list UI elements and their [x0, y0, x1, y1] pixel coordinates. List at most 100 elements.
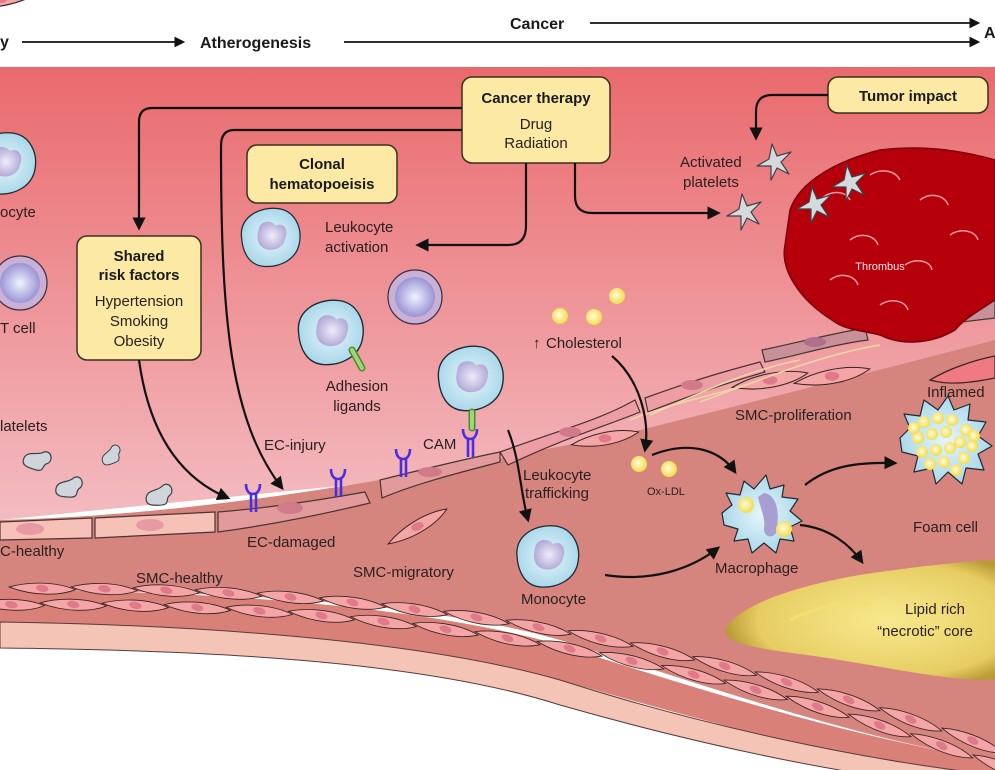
- arrow-leukocyte-trafficking: [506, 429, 532, 523]
- lipid-core-label-1: Lipid rich: [905, 601, 965, 618]
- thrombus-label: Thrombus: [855, 261, 905, 273]
- lipid-droplet: [958, 452, 970, 464]
- lipid-droplet: [912, 432, 924, 444]
- cholesterol-particle: [586, 309, 602, 325]
- risk-hypertension: Hypertension: [95, 293, 183, 310]
- label-leukocyte-trafficking-2: trafficking: [525, 485, 589, 502]
- lipid-droplet: [908, 422, 920, 434]
- cholesterol-particle: [609, 288, 625, 304]
- lipid-droplet: [938, 456, 950, 468]
- smc-proliferation-cells: [382, 344, 995, 546]
- clonal-hematopoiesis-box: Clonal hematopoeisis: [246, 144, 398, 204]
- label-platelets: latelets: [0, 418, 48, 435]
- pathway-arrows: [132, 93, 898, 579]
- cholesterol-particle: [552, 308, 568, 324]
- lipid-droplet: [924, 458, 936, 470]
- lipid-droplet: [968, 430, 980, 442]
- label-smc-proliferation: SMC-proliferation: [735, 407, 852, 424]
- clonal-title-1: Clonal: [299, 156, 345, 173]
- leukocyte-activated-cell: [240, 207, 301, 268]
- lipid-droplet: [946, 414, 958, 426]
- intima-layer: [0, 340, 995, 760]
- label-cam: CAM: [423, 436, 456, 453]
- label-foam-cell: Foam cell: [913, 519, 978, 536]
- label-ox-ldl: Ox-LDL: [647, 486, 685, 498]
- lipid-core-label-2: “necrotic” core: [877, 623, 973, 640]
- lipid-droplet: [940, 426, 952, 438]
- timeline-right-fragment: A: [984, 25, 995, 42]
- endothelium: [0, 295, 995, 541]
- label-ec-injury: EC-injury: [264, 437, 326, 454]
- immune-cells: [0, 132, 580, 588]
- label-activated-platelets-1: Activated: [680, 154, 742, 171]
- collagen-fibers: [629, 344, 881, 421]
- shared-risk-title-2: risk factors: [99, 267, 180, 284]
- foam-cell: [899, 395, 993, 485]
- t-cell: [387, 269, 443, 325]
- lipid-necrotic-core: Lipid rich “necrotic” core: [725, 560, 995, 681]
- label-smc-healthy: SMC-healthy: [136, 570, 223, 587]
- monocyte-cell: [516, 525, 580, 588]
- label-smc-migratory: SMC-migratory: [353, 564, 454, 581]
- tumor-impact-title: Tumor impact: [859, 88, 957, 105]
- label-leukocyte-activation-2: activation: [325, 239, 388, 256]
- cancer-therapy-radiation: Radiation: [504, 135, 567, 152]
- timeline-header: y Atherogenesis Cancer A: [0, 16, 995, 52]
- lipid-droplet: [950, 464, 962, 476]
- ox-ldl-particle: [661, 461, 677, 477]
- label-ec-damaged: EC-damaged: [247, 534, 335, 551]
- clonal-title-2: hematopoeisis: [269, 176, 374, 193]
- adventitia-layer: [0, 621, 959, 770]
- lipid-droplet: [944, 442, 956, 454]
- arrow-oxldl-to-macrophage: [651, 446, 737, 475]
- risk-obesity: Obesity: [114, 333, 165, 350]
- inflamed-smc: [928, 355, 995, 384]
- label-monocyte-top: ocyte: [0, 204, 36, 221]
- ec-healthy-cell: [0, 517, 93, 541]
- label-leukocyte-trafficking-1: Leukocyte: [523, 467, 591, 484]
- label-adhesion-1: Adhesion: [326, 378, 389, 395]
- timeline-cancer: Cancer: [510, 16, 564, 33]
- label-cholesterol-arrow: ↑: [533, 335, 541, 352]
- lipid-droplet: [930, 444, 942, 456]
- arrow-therapy-to-leukocyte: [415, 163, 528, 252]
- tumor-impact-box: Tumor impact: [827, 76, 989, 114]
- label-monocyte: Monocyte: [521, 591, 586, 608]
- lipid-droplet: [916, 446, 928, 458]
- cancer-therapy-box: Cancer therapy Drug Radiation: [461, 76, 611, 164]
- label-leukocyte-activation-1: Leukocyte: [325, 219, 393, 236]
- cancer-therapy-title: Cancer therapy: [481, 90, 591, 107]
- label-macrophage: Macrophage: [715, 560, 798, 577]
- label-cholesterol: Cholesterol: [546, 335, 622, 352]
- arrow-macrophage-to-foam: [804, 456, 898, 486]
- cancer-therapy-drug: Drug: [520, 116, 553, 133]
- t-cell: [0, 255, 48, 311]
- arrow-macrophage-to-core: [799, 523, 864, 565]
- timeline-atherogenesis: Atherogenesis: [200, 35, 311, 52]
- diagram-labels: ocyte T cell latelets Leukocyte activati…: [0, 154, 985, 608]
- arrow-monocyte-to-macrophage: [604, 546, 721, 579]
- macrophage: [721, 474, 803, 554]
- label-activated-platelets-2: platelets: [683, 174, 739, 191]
- arrow-tumor-to-platelets: [749, 93, 828, 141]
- lipid-droplet: [954, 436, 966, 448]
- lipid-droplet: [918, 416, 930, 428]
- timeline-left-fragment: y: [0, 34, 9, 51]
- leukocyte-rolling-cell: [437, 345, 504, 412]
- lipid-droplet: [932, 412, 944, 424]
- risk-smoking: Smoking: [110, 313, 168, 330]
- arrow-cholesterol-to-oxldl: [611, 355, 654, 453]
- label-inflamed: Inflamed: [927, 384, 985, 401]
- label-adhesion-2: ligands: [333, 398, 381, 415]
- label-ec-healthy: C-healthy: [0, 543, 65, 560]
- arrow-risk-to-ec-damaged: [137, 359, 231, 501]
- arrow-therapy-to-ec-injury: [219, 128, 462, 491]
- shared-risk-title-1: Shared: [114, 248, 165, 265]
- shared-risk-factors-box: Shared risk factors Hypertension Smoking…: [76, 235, 202, 361]
- lipid-droplet: [966, 440, 978, 452]
- arrow-therapy-to-platelets: [573, 163, 721, 220]
- label-t-cell: T cell: [0, 320, 36, 337]
- thrombus: Thrombus: [783, 147, 995, 343]
- media-smc-layer: [0, 590, 995, 770]
